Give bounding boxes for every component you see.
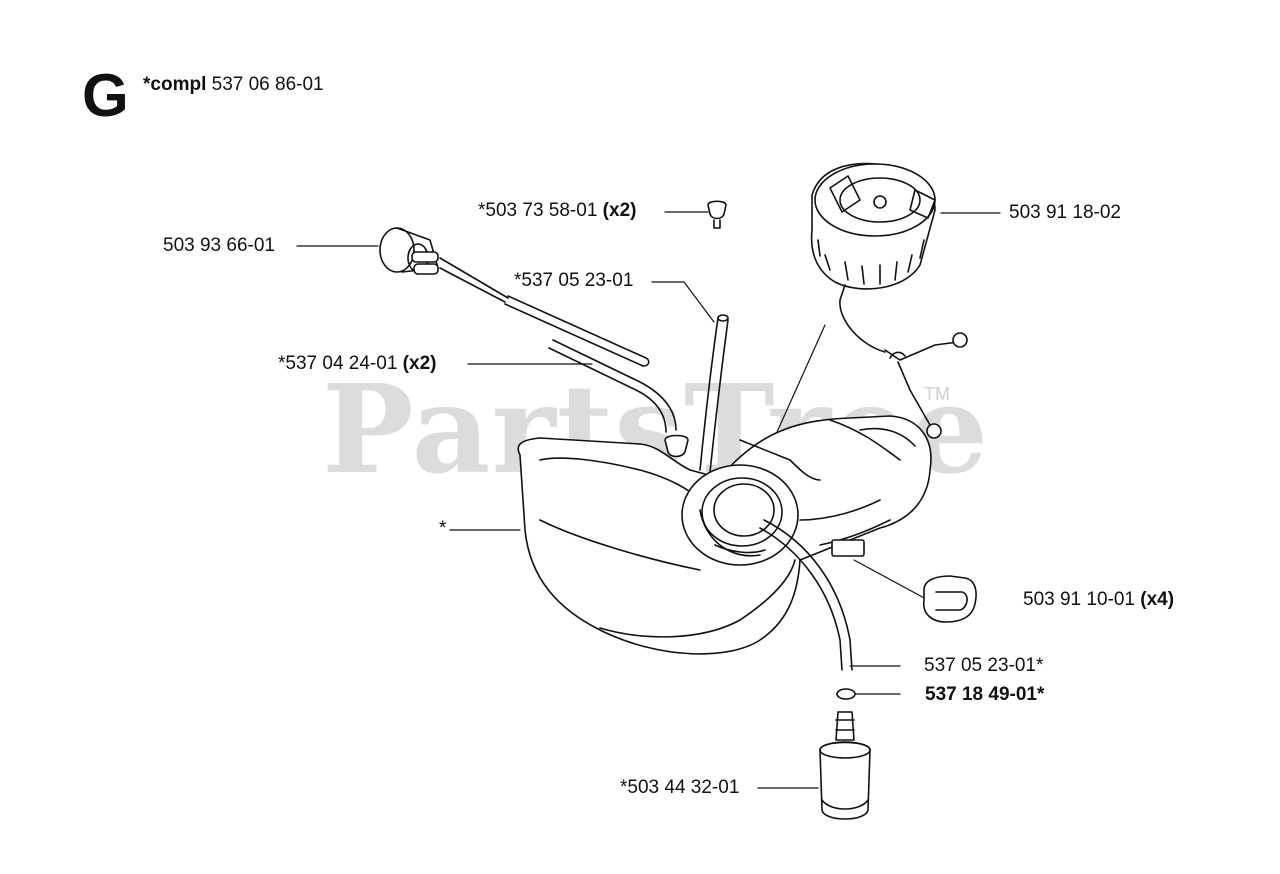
assembly-number: *compl 537 06 86-01 xyxy=(143,74,324,96)
part-label-grommet[interactable]: *503 73 58-01 (x2) xyxy=(478,200,636,222)
part-number: *537 04 24-01 xyxy=(278,353,398,374)
watermark-tm: TM xyxy=(924,384,950,404)
part-qty: (x2) xyxy=(402,353,437,374)
fuel-filter xyxy=(819,688,871,820)
part-qty: (x2) xyxy=(602,200,637,221)
tank-neck xyxy=(681,464,799,566)
part-number: 503 93 66-01 xyxy=(163,235,275,256)
tank-plug xyxy=(831,539,977,623)
part-label-fuel-hose[interactable]: *537 04 24-01 (x2) xyxy=(278,353,436,375)
compl-prefix: *compl xyxy=(143,74,207,95)
part-number: 537 18 49-01* xyxy=(925,684,1045,705)
fuel-cap xyxy=(810,162,936,290)
part-label-fuel-tank[interactable]: * xyxy=(439,518,446,540)
part-label-suction-hose[interactable]: 537 05 23-01* xyxy=(924,655,1043,677)
part-number: *503 44 32-01 xyxy=(620,777,740,798)
cap-strap xyxy=(839,284,968,439)
compl-number: 537 06 86-01 xyxy=(211,74,324,95)
part-label-return-hose[interactable]: *537 05 23-01 xyxy=(514,270,633,292)
part-label-tank-plug[interactable]: 503 91 10-01 (x4) xyxy=(1023,589,1174,611)
part-qty: (x4) xyxy=(1140,589,1175,610)
part-number: *503 73 58-01 xyxy=(478,200,598,221)
section-letter: G xyxy=(82,62,129,129)
grommets xyxy=(664,200,727,458)
primer-bulb xyxy=(379,227,509,303)
part-label-fuel-filter[interactable]: *503 44 32-01 xyxy=(620,777,739,799)
part-number: * xyxy=(439,518,447,539)
part-label-fuel-cap[interactable]: 503 91 18-02 xyxy=(1009,202,1121,224)
part-number: 503 91 10-01 xyxy=(1023,589,1135,610)
part-number: 503 91 18-02 xyxy=(1009,202,1121,223)
part-number: 537 05 23-01* xyxy=(924,655,1044,676)
part-label-primer-bulb[interactable]: 503 93 66-01 xyxy=(163,235,275,257)
part-number: *537 05 23-01 xyxy=(514,270,634,291)
fuel-hoses xyxy=(504,295,853,671)
part-label-o-ring[interactable]: 537 18 49-01* xyxy=(925,684,1044,706)
